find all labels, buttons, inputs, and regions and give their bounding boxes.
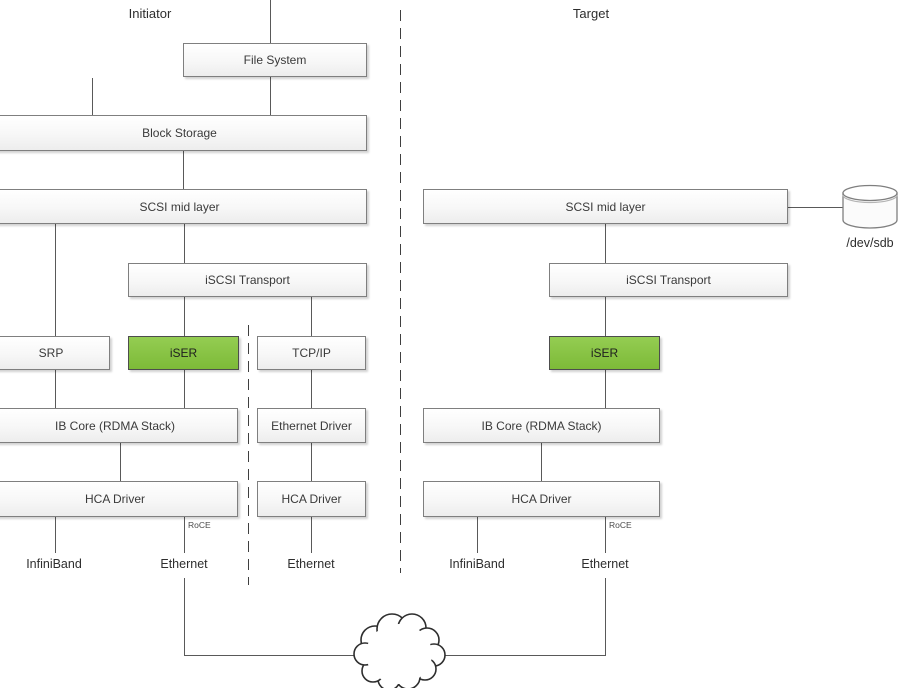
box-block-storage: Block Storage bbox=[0, 115, 367, 151]
connector-line bbox=[184, 578, 185, 655]
connector-line bbox=[311, 517, 312, 553]
ethernet-label-target: Ethernet bbox=[581, 557, 629, 571]
connector-line bbox=[605, 297, 606, 336]
disk-device-label: /dev/sdb bbox=[846, 236, 894, 250]
target-section-title: Target bbox=[572, 6, 610, 21]
connector-line bbox=[55, 517, 56, 553]
box-hca-driver-initiator-tcp: HCA Driver bbox=[257, 481, 366, 517]
box-label: IB Core (RDMA Stack) bbox=[481, 418, 602, 433]
box-label: Block Storage bbox=[142, 126, 217, 140]
box-iser-target: iSER bbox=[549, 336, 660, 370]
connector-line bbox=[184, 370, 185, 408]
box-label: SRP bbox=[38, 346, 64, 360]
connector-line bbox=[605, 370, 606, 408]
box-label: iSCSI Transport bbox=[205, 273, 290, 287]
ethernet-label-tcp: Ethernet bbox=[287, 557, 335, 571]
connector-line bbox=[311, 370, 312, 408]
connector-line bbox=[541, 443, 542, 481]
box-iscsi-transport-initiator: iSCSI Transport bbox=[128, 263, 367, 297]
connector-line bbox=[92, 78, 93, 115]
box-file-system: File System bbox=[183, 43, 367, 77]
box-label: SCSI mid layer bbox=[139, 199, 220, 214]
box-iser-initiator: iSER bbox=[128, 336, 239, 370]
infiniband-label-target: InfiniBand bbox=[449, 557, 505, 571]
connector-line bbox=[183, 151, 184, 189]
initiator-section-title: Initiator bbox=[128, 6, 172, 21]
connector-line bbox=[605, 224, 606, 263]
box-label: iSER bbox=[169, 346, 198, 360]
box-srp: SRP bbox=[0, 336, 110, 370]
connector-line bbox=[443, 655, 606, 656]
connector-line bbox=[184, 224, 185, 263]
connector-line bbox=[605, 517, 606, 553]
ethernet-label-initiator: Ethernet bbox=[160, 557, 208, 571]
connector-line bbox=[270, 0, 271, 43]
initiator-target-separator bbox=[400, 10, 401, 573]
network-cloud-icon bbox=[353, 613, 446, 688]
box-label: Ethernet Driver bbox=[271, 418, 352, 433]
roce-label-initiator: RoCE bbox=[188, 520, 211, 530]
connector-line bbox=[270, 77, 271, 115]
connector-line bbox=[184, 655, 357, 656]
connector-line bbox=[184, 517, 185, 553]
box-label: HCA Driver bbox=[281, 492, 342, 506]
box-ib-core-initiator: IB Core (RDMA Stack) bbox=[0, 408, 238, 443]
box-iscsi-transport-target: iSCSI Transport bbox=[549, 263, 788, 297]
box-label: HCA Driver bbox=[84, 492, 145, 506]
box-hca-driver-initiator-rdma: HCA Driver bbox=[0, 481, 238, 517]
connector-line bbox=[311, 443, 312, 481]
infiniband-label-initiator: InfiniBand bbox=[26, 557, 82, 571]
box-label: File System bbox=[243, 53, 307, 67]
connector-line bbox=[788, 207, 843, 208]
connector-line bbox=[477, 517, 478, 553]
connector-line bbox=[55, 224, 56, 336]
disk-icon bbox=[842, 184, 898, 229]
box-tcpip: TCP/IP bbox=[257, 336, 366, 370]
box-label: HCA Driver bbox=[511, 492, 572, 506]
connector-line bbox=[311, 297, 312, 336]
box-label: SCSI mid layer bbox=[565, 199, 646, 214]
rdma-tcp-separator bbox=[248, 325, 249, 585]
connector-line bbox=[120, 443, 121, 481]
box-ib-core-target: IB Core (RDMA Stack) bbox=[423, 408, 660, 443]
box-scsi-mid-layer-initiator: SCSI mid layer bbox=[0, 189, 367, 224]
box-label: IB Core (RDMA Stack) bbox=[54, 418, 176, 433]
connector-line bbox=[55, 370, 56, 408]
box-label: iSCSI Transport bbox=[626, 273, 711, 287]
connector-line bbox=[184, 297, 185, 336]
roce-label-target: RoCE bbox=[609, 520, 632, 530]
box-label: TCP/IP bbox=[292, 346, 331, 360]
box-scsi-mid-layer-target: SCSI mid layer bbox=[423, 189, 788, 224]
box-ethernet-driver: Ethernet Driver bbox=[257, 408, 366, 443]
box-label: iSER bbox=[590, 346, 619, 360]
connector-line bbox=[605, 578, 606, 655]
box-hca-driver-target: HCA Driver bbox=[423, 481, 660, 517]
